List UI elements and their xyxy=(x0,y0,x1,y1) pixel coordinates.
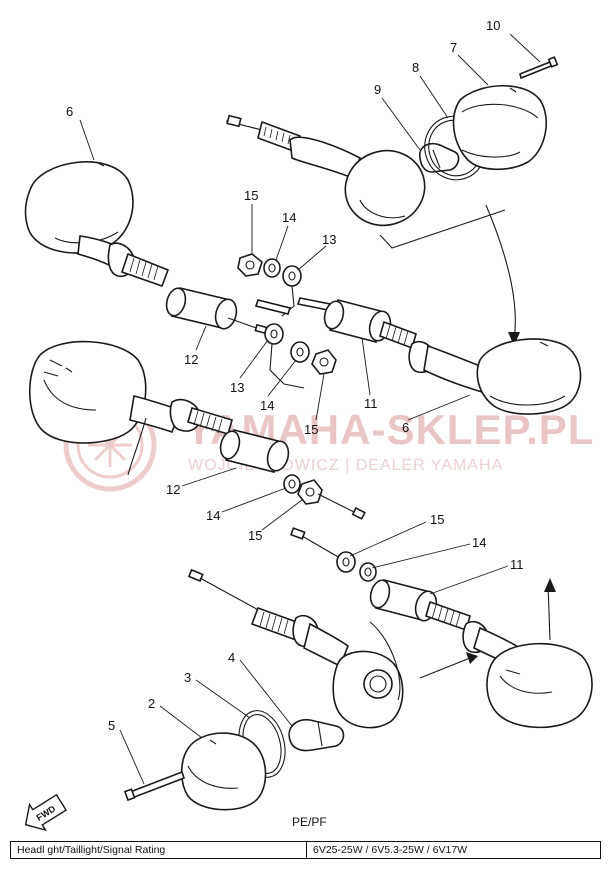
model-code: PE/PF xyxy=(292,815,327,829)
callout-11-rear: 11 xyxy=(510,557,524,572)
callout-15-lower: 15 xyxy=(248,528,262,543)
callout-6-top-left: 6 xyxy=(66,104,73,119)
rear-right-flasher-assembly xyxy=(323,299,582,415)
callout-14-lower: 14 xyxy=(206,508,220,523)
rating-label: Headl ght/Taillight/Signal Rating xyxy=(11,842,307,858)
callout-15-rear: 15 xyxy=(430,512,444,527)
upper-mount-hardware xyxy=(165,253,337,389)
leader-lines xyxy=(79,33,541,785)
rating-value: 6V25-25W / 6V5.3-25W / 6V17W xyxy=(313,844,468,856)
callout-13-top: 13 xyxy=(322,232,336,247)
callout-12-lower: 12 xyxy=(166,482,180,497)
front-right-flasher-assembly xyxy=(225,56,559,346)
callout-12-upper: 12 xyxy=(184,352,198,367)
callout-14-top: 14 xyxy=(282,210,296,225)
callout-11-upper: 11 xyxy=(364,396,378,411)
callout-2: 2 xyxy=(148,696,155,711)
tail-hardware xyxy=(289,527,593,729)
callout-15-middle: 15 xyxy=(304,422,318,437)
rear-left-flasher xyxy=(28,340,233,476)
callout-5: 5 xyxy=(108,718,115,733)
front-left-flasher xyxy=(24,161,170,288)
callout-6-right: 6 xyxy=(402,420,409,435)
callout-14-rear: 14 xyxy=(472,535,486,550)
callout-14-middle: 14 xyxy=(260,398,274,413)
callout-15-top: 15 xyxy=(244,188,258,203)
callout-labels: 6 7 8 9 10 15 14 13 12 13 14 15 11 6 12 … xyxy=(66,18,524,733)
lower-mount-hardware xyxy=(219,429,366,520)
callout-8: 8 xyxy=(412,60,419,75)
rating-table: Headl ght/Taillight/Signal Rating 6V25-2… xyxy=(10,841,601,859)
fwd-arrow-icon: FWD xyxy=(24,793,67,832)
callout-3: 3 xyxy=(184,670,191,685)
callout-13-lower: 13 xyxy=(230,380,244,395)
callout-10: 10 xyxy=(486,18,500,33)
rear-flasher-exploded xyxy=(123,568,478,811)
callout-9: 9 xyxy=(374,82,381,97)
callout-4: 4 xyxy=(228,650,235,665)
callout-7: 7 xyxy=(450,40,457,55)
